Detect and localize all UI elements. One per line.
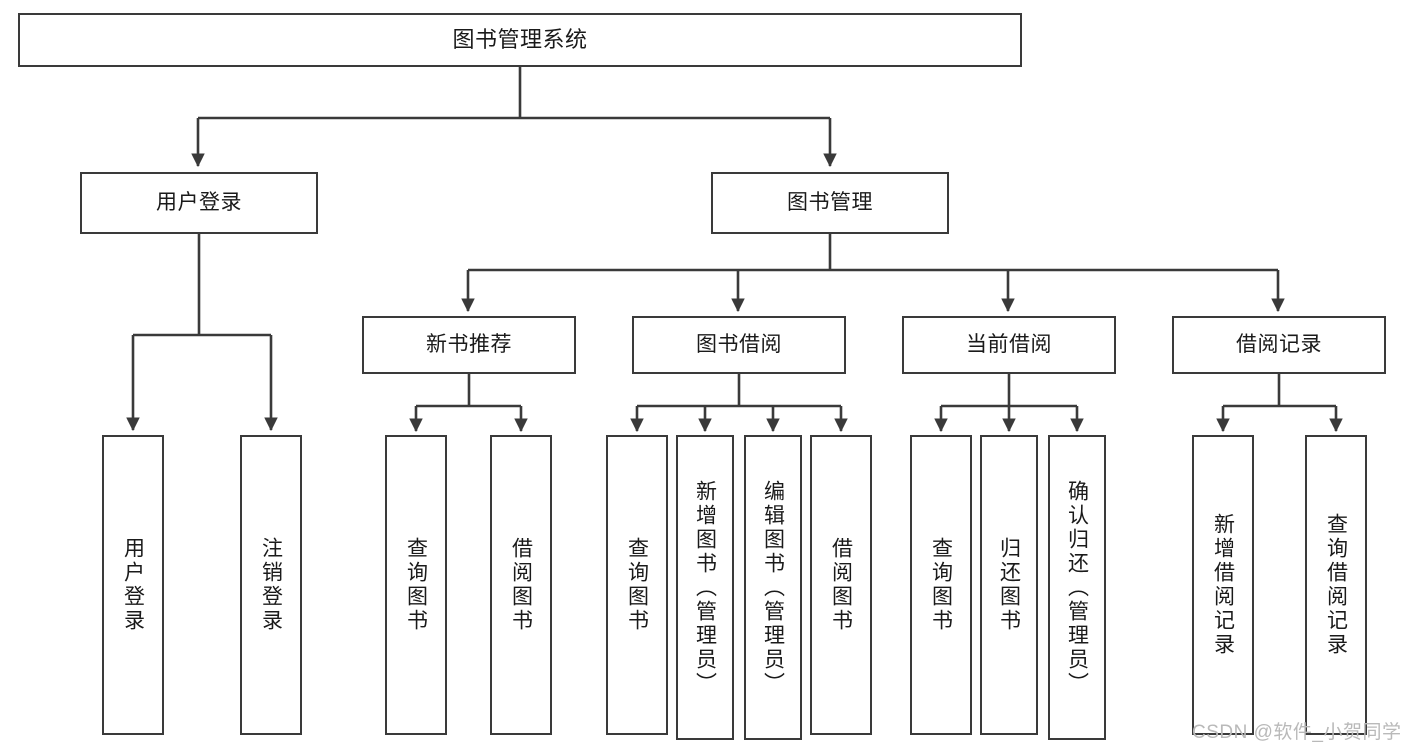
leaf-newbook-borrow-books[interactable]: 借阅图书	[490, 435, 552, 735]
node-label: 新增图书（管理员）	[693, 479, 717, 696]
node-label: 借阅图书	[509, 537, 533, 633]
node-new-book-recommendation[interactable]: 新书推荐	[362, 316, 576, 374]
node-label: 查询图书	[929, 537, 953, 633]
node-label: 当前借阅	[966, 333, 1052, 357]
node-label: 归还图书	[997, 537, 1021, 633]
leaf-record-add-borrow-record[interactable]: 新增借阅记录	[1192, 435, 1254, 735]
leaf-newbook-query-books[interactable]: 查询图书	[385, 435, 447, 735]
node-label: 查询借阅记录	[1324, 513, 1348, 657]
node-book-management[interactable]: 图书管理	[711, 172, 949, 234]
node-label: 注销登录	[259, 537, 283, 633]
node-label: 图书管理系统	[452, 26, 588, 52]
node-label: 图书借阅	[696, 333, 782, 357]
watermark-text: CSDN @软件_小贺同学	[1192, 722, 1402, 743]
node-borrow-records[interactable]: 借阅记录	[1172, 316, 1386, 374]
node-label: 新书推荐	[426, 333, 512, 357]
node-label: 图书管理	[787, 191, 873, 215]
node-book-borrowing[interactable]: 图书借阅	[632, 316, 846, 374]
node-user-login[interactable]: 用户登录	[80, 172, 318, 234]
node-label: 查询图书	[404, 537, 428, 633]
node-label: 编辑图书（管理员）	[761, 479, 785, 696]
leaf-current-query-books[interactable]: 查询图书	[910, 435, 972, 735]
leaf-current-confirm-return-admin[interactable]: 确认归还（管理员）	[1048, 435, 1106, 740]
csdn-watermark: CSDN @软件_小贺同学	[1192, 717, 1401, 744]
node-current-borrowing[interactable]: 当前借阅	[902, 316, 1116, 374]
leaf-current-return-books[interactable]: 归还图书	[980, 435, 1038, 735]
node-label: 用户登录	[121, 537, 145, 633]
leaf-borrow-edit-book-admin[interactable]: 编辑图书（管理员）	[744, 435, 802, 740]
leaf-logout[interactable]: 注销登录	[240, 435, 302, 735]
leaf-borrow-add-book-admin[interactable]: 新增图书（管理员）	[676, 435, 734, 740]
leaf-borrow-query-books[interactable]: 查询图书	[606, 435, 668, 735]
leaf-borrow-borrow-books[interactable]: 借阅图书	[810, 435, 872, 735]
node-label: 用户登录	[156, 191, 242, 215]
node-label: 借阅记录	[1236, 333, 1322, 357]
node-label: 确认归还（管理员）	[1065, 479, 1089, 696]
leaf-user-login[interactable]: 用户登录	[102, 435, 164, 735]
node-root-book-management-system[interactable]: 图书管理系统	[18, 13, 1022, 67]
node-label: 查询图书	[625, 537, 649, 633]
node-label: 借阅图书	[829, 537, 853, 633]
node-label: 新增借阅记录	[1211, 513, 1235, 657]
leaf-record-query-borrow-record[interactable]: 查询借阅记录	[1305, 435, 1367, 735]
